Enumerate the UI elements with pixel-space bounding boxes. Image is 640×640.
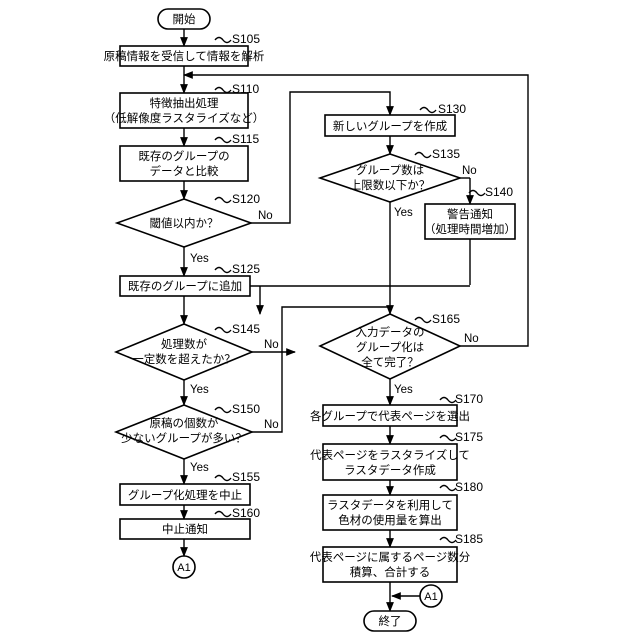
- s180-text-1: ラスタデータを利用して: [327, 498, 453, 512]
- a1-label-left: A1: [177, 562, 190, 574]
- s150-yes: Yes: [190, 462, 209, 474]
- s115-text-1: 既存のグループの: [138, 149, 229, 163]
- s110-text-1: 特徴抽出処理: [150, 96, 219, 110]
- s160-id: S160: [232, 506, 260, 520]
- s110-text-2: （低解像度ラスタライズなど）: [104, 111, 264, 125]
- s145-id: S145: [232, 322, 260, 336]
- s135-no: No: [462, 165, 477, 177]
- s165-text-3: 全て完了？: [361, 355, 419, 369]
- s135-text-1: グループ数は: [356, 163, 424, 177]
- s155-id: S155: [232, 470, 260, 484]
- s150-text-2: 少ないグループが多い？: [121, 431, 247, 445]
- s120-yes: Yes: [190, 253, 209, 265]
- s145-yes: Yes: [190, 384, 209, 396]
- s145-text-1: 処理数が: [161, 337, 207, 351]
- s150-no: No: [264, 419, 279, 431]
- s165-no: No: [464, 333, 479, 345]
- s185-id: S185: [455, 532, 483, 546]
- s130-id: S130: [438, 102, 466, 116]
- s145-no: No: [264, 339, 279, 351]
- s175-text-1: 代表ページをラスタライズして: [310, 448, 470, 462]
- s120-text: 閾値以内か？: [150, 216, 219, 230]
- s115-text-2: データと比較: [150, 164, 219, 178]
- s135-text-2: 上限数以下か？: [350, 178, 431, 192]
- s140-id: S140: [485, 185, 513, 199]
- s140-text-2: （処理時間増加）: [424, 222, 516, 236]
- s150-id: S150: [232, 402, 260, 416]
- s140-text-1: 警告通知: [447, 207, 493, 221]
- s125-id: S125: [232, 262, 260, 276]
- s160-text: 中止通知: [162, 522, 208, 536]
- s175-id: S175: [455, 430, 483, 444]
- s110-id: S110: [232, 82, 259, 96]
- s130-text: 新しいグループを作成: [333, 119, 448, 133]
- s165-text-2: グループ化は: [356, 340, 424, 354]
- s165-text-1: 入力データの: [356, 325, 425, 339]
- s115-id: S115: [232, 132, 259, 146]
- s155-text: グループ化処理を中止: [128, 488, 242, 502]
- s170-text: 各グループで代表ページを選出: [310, 409, 470, 423]
- s185-text-2: 積算、合計する: [350, 565, 431, 579]
- s175-text-2: ラスタデータ作成: [344, 463, 436, 477]
- s170-id: S170: [455, 392, 483, 406]
- s145-text-2: 一定数を超えたか？: [132, 352, 236, 366]
- s135-yes: Yes: [394, 207, 413, 219]
- s125-text: 既存のグループに追加: [128, 279, 242, 293]
- s150-text-1: 原稿の個数が: [150, 416, 219, 430]
- start-label: 開始: [173, 12, 196, 26]
- s165-id: S165: [432, 312, 460, 326]
- s120-id: S120: [232, 192, 260, 206]
- s180-id: S180: [455, 480, 483, 494]
- s165-yes: Yes: [394, 384, 413, 396]
- s105-text: 原稿情報を受信して情報を解析: [104, 49, 265, 63]
- s105-id: S105: [232, 32, 260, 46]
- s180-text-2: 色材の使用量を算出: [338, 513, 442, 527]
- end-label: 終了: [379, 614, 402, 628]
- s135-id: S135: [432, 147, 460, 161]
- s185-text-1: 代表ページに属するページ数分: [310, 550, 471, 564]
- s120-no: No: [258, 210, 273, 222]
- a1-label-right: A1: [424, 591, 437, 603]
